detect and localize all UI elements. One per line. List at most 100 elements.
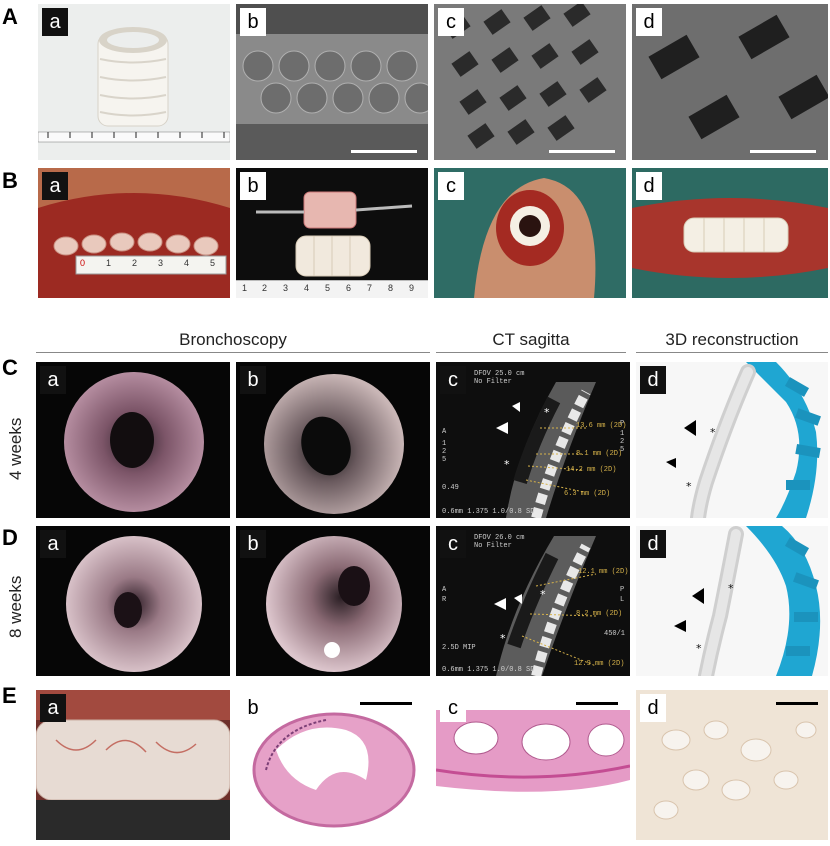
ct-footer: 0.6mm 1.375 1.0/0.8 SD: [442, 666, 535, 674]
ct-side-mark: 5: [442, 456, 447, 464]
sem-closeup-image: [632, 4, 828, 160]
section-title-bronchoscopy: Bronchoscopy: [179, 330, 287, 349]
ct-level: 450/1: [604, 630, 626, 638]
ct-level: 0.49: [442, 484, 459, 492]
surgical-site-image: [38, 168, 230, 298]
scale-bar: [750, 150, 816, 153]
panel-label: c: [440, 366, 466, 394]
ct-side-mark: R: [442, 596, 447, 604]
ruler-tick: 9: [409, 283, 415, 293]
explanted-trachea-image: [36, 690, 230, 840]
panel-label: a: [40, 694, 66, 722]
panel-label: c: [438, 8, 464, 36]
ruler-tick: 2: [262, 283, 268, 293]
row-label-e: E: [2, 683, 17, 708]
ruler-tick: 4: [184, 258, 190, 268]
ruler: 0 1 2 3 4 5: [76, 256, 226, 274]
panel-label: b: [240, 172, 266, 200]
ct-header-line: No Filter: [474, 542, 512, 550]
panel-d-d-3d-reconstruction: * * d: [636, 526, 828, 676]
panel-label: d: [640, 366, 666, 394]
ct-measure: 6.3 mm (2D): [564, 490, 611, 498]
ct-side-mark: L: [620, 596, 625, 604]
panel-c-d-3d-reconstruction: * * d: [636, 362, 828, 518]
timepoint-label-8-weeks: 8 weeks: [6, 575, 25, 638]
panel-label: a: [42, 8, 68, 36]
ct-measure: 12.9 mm (2D): [574, 660, 625, 668]
ct-footer: 0.6mm 1.375 1.0/0.8 SD: [442, 508, 535, 516]
timepoint-label-4-weeks: 4 weeks: [6, 417, 25, 480]
ct-side-mark: P: [620, 420, 625, 428]
divider-bronchoscopy: [36, 352, 430, 353]
panel-e-a-explanted-trachea: a: [36, 690, 230, 840]
bronchoscopy-view-image: [264, 374, 404, 514]
ct-side-mark: A: [442, 428, 447, 436]
asterisk-marker: *: [686, 480, 692, 493]
implant-end-view-image: [434, 168, 626, 298]
ct-measure: 8.1 mm (2D): [576, 450, 623, 458]
ruler-tick: 2: [132, 258, 138, 268]
panel-label: c: [440, 694, 466, 722]
panel-c-b-bronchoscopy: b: [236, 362, 430, 518]
row-label-a: A: [2, 4, 18, 29]
scale-bar: [576, 702, 618, 705]
panel-b-a-surgical-site: 0 1 2 3 4 5 a: [38, 168, 230, 298]
panel-d-b-bronchoscopy: b: [236, 526, 430, 676]
panel-c-sem-surface: c: [434, 4, 626, 160]
bronchoscopy-view-image: [266, 536, 402, 672]
panel-e-d-ihc-staining: d: [636, 690, 828, 840]
ruler-tick: 8: [388, 283, 394, 293]
ruler-tick: 7: [367, 283, 373, 293]
asterisk-marker: *: [728, 582, 734, 595]
panel-e-c-he-histology-zoom: c: [436, 690, 630, 840]
panel-b-c-implant-end-view: c: [434, 168, 626, 298]
ct-measure: 14.2 mm (2D): [566, 466, 617, 474]
panel-label: d: [640, 530, 666, 558]
ruler-tick: 5: [210, 258, 216, 268]
panel-label: a: [40, 366, 66, 394]
panel-b-d-implant-in-situ: d: [632, 168, 828, 298]
panel-label: b: [240, 694, 266, 722]
ct-side-mark: 2: [620, 438, 625, 446]
row-label-d: D: [2, 525, 18, 550]
asterisk-marker: *: [540, 588, 546, 601]
section-title-recon: 3D reconstruction: [665, 330, 799, 349]
ruler-tick: 0: [80, 258, 86, 268]
ruler-tick: 1: [242, 283, 248, 293]
ruler-tick: 5: [325, 283, 331, 293]
ct-sagittal-image: [436, 526, 630, 676]
panel-c-a-bronchoscopy: a: [36, 362, 230, 518]
panel-d-a-bronchoscopy: a: [36, 526, 230, 676]
ct-sagittal-image: [436, 362, 630, 518]
scale-bar: [351, 150, 417, 153]
scale-bar: [776, 702, 818, 705]
panel-label: c: [438, 172, 464, 200]
reconstruction-image: [636, 526, 828, 676]
ct-header-line: DFOV 25.0 cm: [474, 370, 525, 378]
panel-c-c-ct-sagittal: DFOV 25.0 cm No Filter A 1 2 5 P 1 2 5 0…: [436, 362, 630, 518]
ruler: 1 2 3 4 5 6 7 8 9: [236, 280, 428, 298]
panel-d-c-ct-sagittal: DFOV 26.0 cm No Filter A R P L 2.5D MIP …: [436, 526, 630, 676]
bronchoscopy-view-image: [66, 536, 202, 672]
ct-measure: 8.2 mm (2D): [576, 610, 623, 618]
ruler-tick: 3: [283, 283, 289, 293]
panel-label: b: [240, 530, 266, 558]
section-title-ct: CT sagitta: [492, 330, 570, 349]
panel-b-b-explanted-scaffold: 1 2 3 4 5 6 7 8 9 b: [236, 168, 428, 298]
bronchoscopy-view-image: [64, 372, 204, 512]
ct-side-mark: 1: [620, 430, 625, 438]
ct-header-line: DFOV 26.0 cm: [474, 534, 525, 542]
panel-label: a: [40, 530, 66, 558]
ruler-tick: 3: [158, 258, 164, 268]
ct-measure: 13.6 mm (2D): [576, 422, 627, 430]
panel-label: b: [240, 366, 266, 394]
scaffold-tube-image: [38, 4, 230, 160]
implant-in-situ-image: [632, 168, 828, 298]
ruler-tick: 6: [346, 283, 352, 293]
asterisk-marker: *: [544, 406, 550, 419]
scale-bar: [549, 150, 615, 153]
panel-label: d: [640, 694, 666, 722]
ct-side-mark: 1: [442, 440, 447, 448]
panel-d-sem-closeup: d: [632, 4, 828, 160]
he-histology-image: [236, 690, 430, 840]
